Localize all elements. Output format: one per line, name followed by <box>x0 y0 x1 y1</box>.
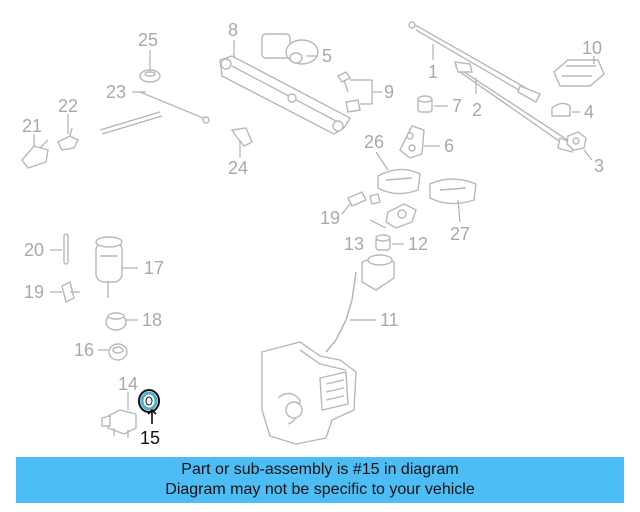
part-15-grommet <box>138 389 160 413</box>
label-22: 22 <box>58 96 78 116</box>
part-10-motor-cover <box>553 59 605 87</box>
label-26: 26 <box>364 132 384 152</box>
part-4-cap <box>551 102 571 117</box>
label-2: 2 <box>472 100 482 120</box>
label-7: 7 <box>452 96 462 116</box>
part-19-connector-center <box>347 191 381 207</box>
label-27: 27 <box>450 224 470 244</box>
label-24: 24 <box>228 158 248 178</box>
parts-diagram: 1 2 3 4 5 6 7 8 9 10 11 12 13 14 15 16 1… <box>21 20 605 448</box>
label-15-highlighted: 15 <box>140 428 160 448</box>
part-3-nut <box>566 131 587 151</box>
part-11-hose <box>325 271 357 353</box>
part-2-wiper-arm <box>454 61 576 153</box>
label-4: 4 <box>584 102 594 122</box>
label-21: 21 <box>22 116 42 136</box>
part-22-jet <box>57 127 79 151</box>
part-18-grommet <box>105 312 127 331</box>
part-7-bushing <box>417 95 433 113</box>
part-25-grommet <box>139 69 161 83</box>
part-16-grommet <box>108 343 128 361</box>
label-17: 17 <box>144 258 164 278</box>
part-14-pump <box>101 409 137 438</box>
label-10: 10 <box>582 38 602 58</box>
label-5: 5 <box>322 46 332 66</box>
part-ring <box>385 203 417 229</box>
part-21-nozzle <box>21 139 49 169</box>
part-19-connector-left <box>61 280 80 304</box>
label-3: 3 <box>594 156 604 176</box>
info-banner: Part or sub-assembly is #15 in diagram D… <box>16 457 624 503</box>
banner-line-2: Diagram may not be specific to your vehi… <box>165 481 475 498</box>
label-16: 16 <box>74 340 94 360</box>
label-23: 23 <box>106 82 126 102</box>
part-9-bolts <box>336 71 361 113</box>
label-8: 8 <box>228 20 238 40</box>
label-13: 13 <box>344 234 364 254</box>
label-19-left: 19 <box>24 282 44 302</box>
label-9: 9 <box>384 82 394 102</box>
label-1: 1 <box>428 62 438 82</box>
label-14: 14 <box>118 374 138 394</box>
label-25: 25 <box>138 30 158 50</box>
part-12-filler-neck <box>361 254 395 291</box>
part-27-nozzle-bracket <box>429 178 477 205</box>
label-6: 6 <box>444 136 454 156</box>
part-26-nozzle-bracket <box>377 168 421 195</box>
label-11: 11 <box>380 310 399 330</box>
part-6-bracket <box>399 125 425 159</box>
label-20: 20 <box>24 240 44 260</box>
label-12: 12 <box>408 234 428 254</box>
banner-line-1: Part or sub-assembly is #15 in diagram <box>181 461 459 478</box>
label-19-center: 19 <box>320 208 340 228</box>
part-24-connector <box>230 127 253 147</box>
part-8-linkage-frame <box>219 55 351 135</box>
part-23-hose-line <box>99 91 210 135</box>
washer-reservoir <box>261 341 357 445</box>
label-18: 18 <box>142 310 162 330</box>
part-5-wiper-motor <box>261 33 319 65</box>
part-1-wiper-arm <box>408 21 541 103</box>
part-17-washer-pump <box>95 236 123 298</box>
part-20-rod <box>63 233 69 265</box>
leader-lines <box>33 40 595 424</box>
part-13-cap <box>375 234 391 251</box>
